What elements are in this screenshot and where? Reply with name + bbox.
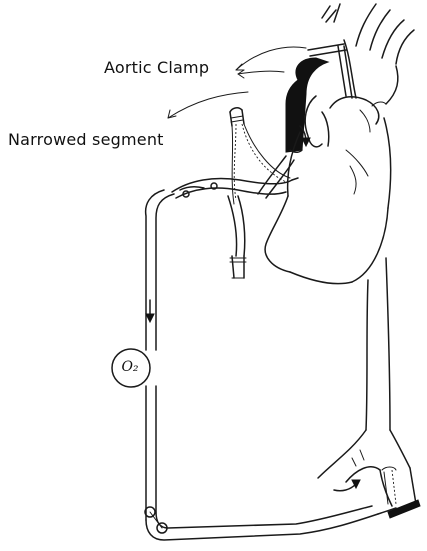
heart <box>265 96 391 284</box>
descending-aorta <box>318 258 416 506</box>
flow-arrows <box>146 126 360 491</box>
aortic-clamp-label: Aortic Clamp <box>104 58 209 77</box>
narrowed-segment-label: Narrowed segment <box>8 130 164 149</box>
oxygenator-label: O₂ <box>117 359 143 375</box>
aortic-clamp-lower <box>378 500 420 518</box>
arch-vessels <box>322 4 414 106</box>
bypass-tubing <box>145 156 378 540</box>
